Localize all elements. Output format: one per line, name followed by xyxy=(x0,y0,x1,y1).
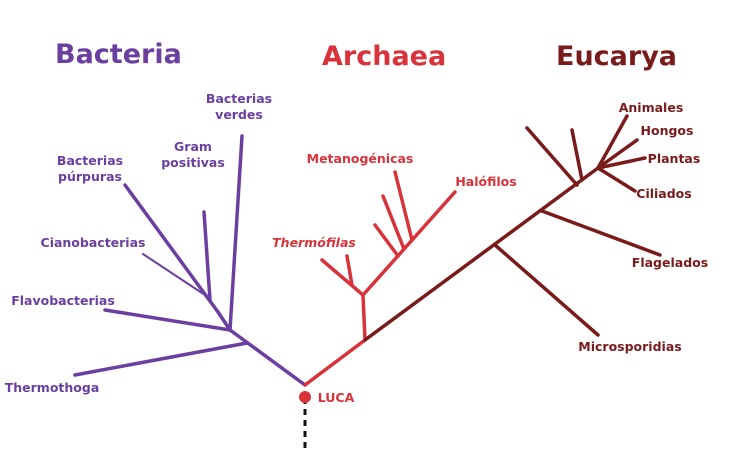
label-hongos: Hongos xyxy=(641,123,694,138)
branch-termofilas-b xyxy=(345,254,354,287)
branch-hongos xyxy=(596,138,639,170)
branch-metanogenicas-b xyxy=(381,194,406,251)
label-ciliados: Ciliados xyxy=(636,186,691,201)
domain-title-archaea: Archaea xyxy=(322,41,446,72)
branch-metanogenicas-a xyxy=(373,223,400,258)
branch-thermothoga xyxy=(73,341,249,377)
label-plantas: Plantas xyxy=(648,151,701,166)
branch-flagelados xyxy=(540,209,662,257)
archaea-branches xyxy=(303,170,457,387)
label-flagelados: Flagelados xyxy=(632,255,708,270)
label-luca: LUCA xyxy=(318,390,355,405)
branch-eucarya-side-b xyxy=(570,128,584,182)
archaea-stem xyxy=(361,293,367,342)
label-flavobacterias: Flavobacterias xyxy=(11,293,115,308)
branch-plantas xyxy=(596,156,647,170)
label-metanogenicas: Metanogénicas xyxy=(307,151,414,166)
eucarya-trunk xyxy=(363,166,600,342)
branch-halofilos xyxy=(361,190,457,297)
branch-animales xyxy=(596,114,629,170)
branch-bacterias-verdes xyxy=(228,134,244,332)
label-animales: Animales xyxy=(619,100,684,115)
label-gram-positivas-line2: positivas xyxy=(161,155,225,170)
branch-termofilas-a xyxy=(320,258,365,297)
label-halofilos: Halófilos xyxy=(455,174,516,189)
domain-title-bacteria: Bacteria xyxy=(55,39,182,70)
archaea-trunk xyxy=(303,338,367,387)
branch-ciliados xyxy=(596,166,637,193)
label-termofilas: Thermófilas xyxy=(272,235,356,250)
branch-metanogenicas-c xyxy=(393,170,414,242)
branch-eucarya-side-a xyxy=(525,126,579,187)
label-bacterias-purpuras-line1: Bacterias xyxy=(57,153,123,168)
branch-microsporidias xyxy=(493,243,600,337)
label-bacterias-purpuras-line2: púrpuras xyxy=(58,169,122,184)
bacteria-inner-stem xyxy=(216,310,232,332)
label-microsporidias: Microsporidias xyxy=(578,339,681,354)
label-gram-positivas-line1: Gram xyxy=(174,139,212,154)
branch-gram-positivas xyxy=(202,210,212,302)
branch-flavobacterias xyxy=(103,308,232,332)
bacteria-branches xyxy=(73,134,307,387)
branch-bacterias-purpuras xyxy=(123,183,220,314)
luca-node xyxy=(299,391,311,403)
label-thermothoga: Thermothoga xyxy=(5,380,100,395)
domain-title-eucarya: Eucarya xyxy=(556,41,677,72)
label-bacterias-verdes-line1: Bacterias xyxy=(206,91,272,106)
branch-cianobacterias xyxy=(142,253,209,298)
label-bacterias-verdes-line2: verdes xyxy=(215,107,263,122)
bacteria-trunk xyxy=(228,328,307,387)
label-cianobacterias: Cianobacterias xyxy=(41,235,146,250)
eucarya-branches xyxy=(363,114,662,342)
